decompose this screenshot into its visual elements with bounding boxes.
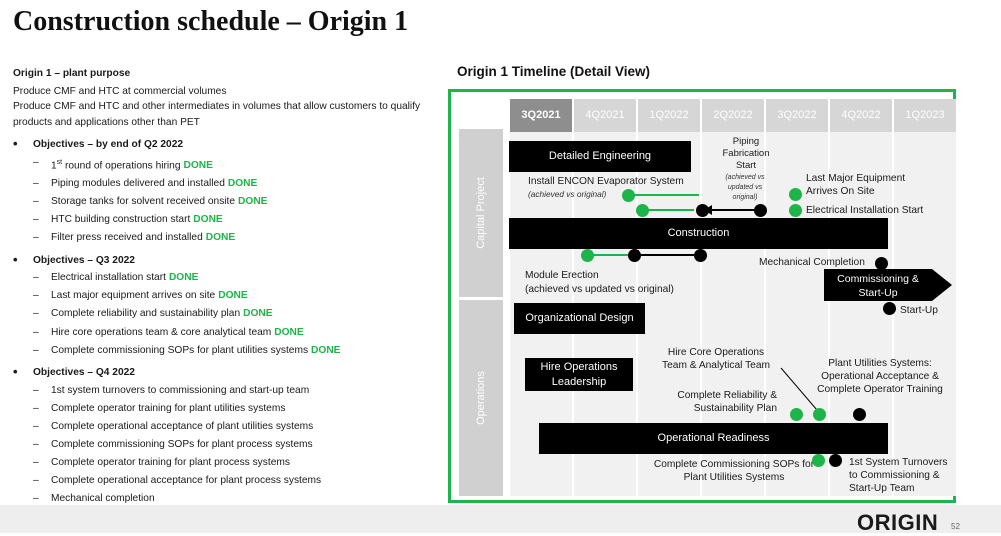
milestone-dot-planned <box>829 454 842 467</box>
done-badge: DONE <box>218 290 248 302</box>
milestone-dot-achieved <box>636 204 649 217</box>
objective-item: Complete commissioning SOPs for plant ut… <box>33 343 433 359</box>
label-electrical: Electrical Installation Start <box>806 205 924 216</box>
milestone-dot-achieved <box>790 408 803 421</box>
footer-bar <box>0 505 1001 533</box>
milestone-dot-planned <box>883 302 896 315</box>
timeline-title: Origin 1 Timeline (Detail View) <box>457 64 651 79</box>
objectives-heading: Objectives – by end of Q2 2022 <box>13 136 433 153</box>
done-badge: DONE <box>274 326 304 338</box>
bar-commissioning: Commissioning & Start-Up <box>837 273 919 299</box>
label-encon: Install ENCON Evaporator System <box>528 176 684 187</box>
purpose-heading: Origin 1 – plant purpose <box>13 68 131 79</box>
bar-detailed-engineering: Detailed Engineering <box>509 141 691 172</box>
quarter-column <box>894 132 956 496</box>
quarter-header: 4Q2021 <box>574 99 636 132</box>
milestone-dot-achieved <box>622 189 635 202</box>
objective-item: Hire core operations team & core analyti… <box>33 325 433 341</box>
label-startup: Start-Up <box>900 305 938 316</box>
section-capital-project: Capital Project <box>459 129 503 297</box>
bar-operational-readiness: Operational Readiness <box>539 423 888 454</box>
timeline-frame: 3Q2021 4Q2021 1Q2022 2Q2022 3Q2022 4Q202… <box>448 89 956 503</box>
label-commissioning-sops: Complete Commissioning SOPs for Plant Ut… <box>653 459 815 483</box>
bar-organizational-design: Organizational Design <box>514 303 645 334</box>
purpose-line-1: Produce CMF and HTC at commercial volume… <box>13 85 227 97</box>
objective-item: Complete operator training for plant uti… <box>33 401 433 417</box>
objectives-panel: Origin 1 – plant purpose Produce CMF and… <box>13 66 433 509</box>
milestone-dot-achieved <box>789 204 802 217</box>
page-number: 52 <box>951 522 960 531</box>
objective-item: Complete reliability and sustainability … <box>33 306 433 322</box>
quarter-header: 4Q2022 <box>830 99 892 132</box>
objectives-list: 1st system turnovers to commissioning an… <box>13 383 433 507</box>
objective-item: Complete operator training for plant pro… <box>33 455 433 471</box>
done-badge: DONE <box>311 344 341 356</box>
label-piping-note: (achieved vs updated vs original) <box>725 174 765 201</box>
objective-item: 1st system turnovers to commissioning an… <box>33 383 433 399</box>
milestone-dot-achieved <box>813 408 826 421</box>
milestone-dot-planned <box>694 249 707 262</box>
done-badge: DONE <box>183 159 213 171</box>
quarter-header: 1Q2023 <box>894 99 956 132</box>
label-last-equipment: Last Major Equipment Arrives On Site <box>806 173 906 197</box>
bar-hire-ops-leadership: Hire Operations Leadership <box>525 358 633 391</box>
origin-logo: ORIGIN <box>857 510 939 535</box>
quarter-header: 1Q2022 <box>638 99 700 132</box>
section-operations: Operations <box>459 300 503 496</box>
milestone-dot-planned <box>754 204 767 217</box>
done-badge: DONE <box>227 177 258 189</box>
milestone-dot-planned <box>875 257 888 270</box>
leader-line-hire-core <box>780 367 818 411</box>
page-title: Construction schedule – Origin 1 <box>13 6 409 37</box>
milestone-dot-achieved <box>581 249 594 262</box>
objective-item: Complete operational acceptance of plant… <box>33 419 433 435</box>
section-label: Capital Project <box>475 177 487 249</box>
done-badge: DONE <box>243 308 273 320</box>
objective-item: Complete operational acceptance for plan… <box>33 473 433 489</box>
quarter-header: 3Q2022 <box>766 99 828 132</box>
milestone-dot-planned <box>696 204 709 217</box>
quarter-header: 3Q2021 <box>510 99 572 132</box>
quarter-header: 2Q2022 <box>702 99 764 132</box>
label-module-erection: Module Erection <box>525 270 599 281</box>
done-badge: DONE <box>168 272 199 284</box>
label-module-note: (achieved vs updated vs original) <box>525 284 674 295</box>
arrow-module-erection <box>583 250 699 260</box>
objectives-heading: Objectives – Q3 2022 <box>13 252 433 269</box>
bar-commissioning-shape <box>824 269 952 301</box>
objective-item: Mechanical completion <box>33 491 433 507</box>
milestone-dot-planned <box>853 408 866 421</box>
label-utilities: Plant Utilities Systems: Operational Acc… <box>817 358 943 395</box>
label-mechanical-completion: Mechanical Completion <box>759 257 865 268</box>
done-badge: DONE <box>238 196 268 208</box>
bar-construction: Construction <box>509 218 888 249</box>
objectives-heading: Objectives – Q4 2022 <box>13 364 433 381</box>
section-label: Operations <box>475 371 487 425</box>
done-badge: DONE <box>205 232 236 244</box>
purpose-line-2: Produce CMF and HTC and other intermedia… <box>13 101 421 128</box>
label-turnovers: 1st System Turnovers to Commissioning & … <box>849 457 948 494</box>
milestone-dot-achieved <box>812 454 825 467</box>
done-badge: DONE <box>193 214 223 226</box>
objective-item: Storage tanks for solvent received onsit… <box>33 194 433 210</box>
objective-item: Piping modules delivered and installedDO… <box>33 176 433 192</box>
label-reliability: Complete Reliability & Sustainability Pl… <box>677 390 777 414</box>
milestone-dot-planned <box>628 249 641 262</box>
objective-item: Complete commissioning SOPs for plant pr… <box>33 437 433 453</box>
milestone-dot-achieved <box>789 188 802 201</box>
label-encon-note: (achieved vs original) <box>528 189 607 199</box>
label-hire-core: Hire Core Operations Team & Analytical T… <box>662 347 770 371</box>
label-piping: Piping Fabrication Start <box>722 136 770 171</box>
